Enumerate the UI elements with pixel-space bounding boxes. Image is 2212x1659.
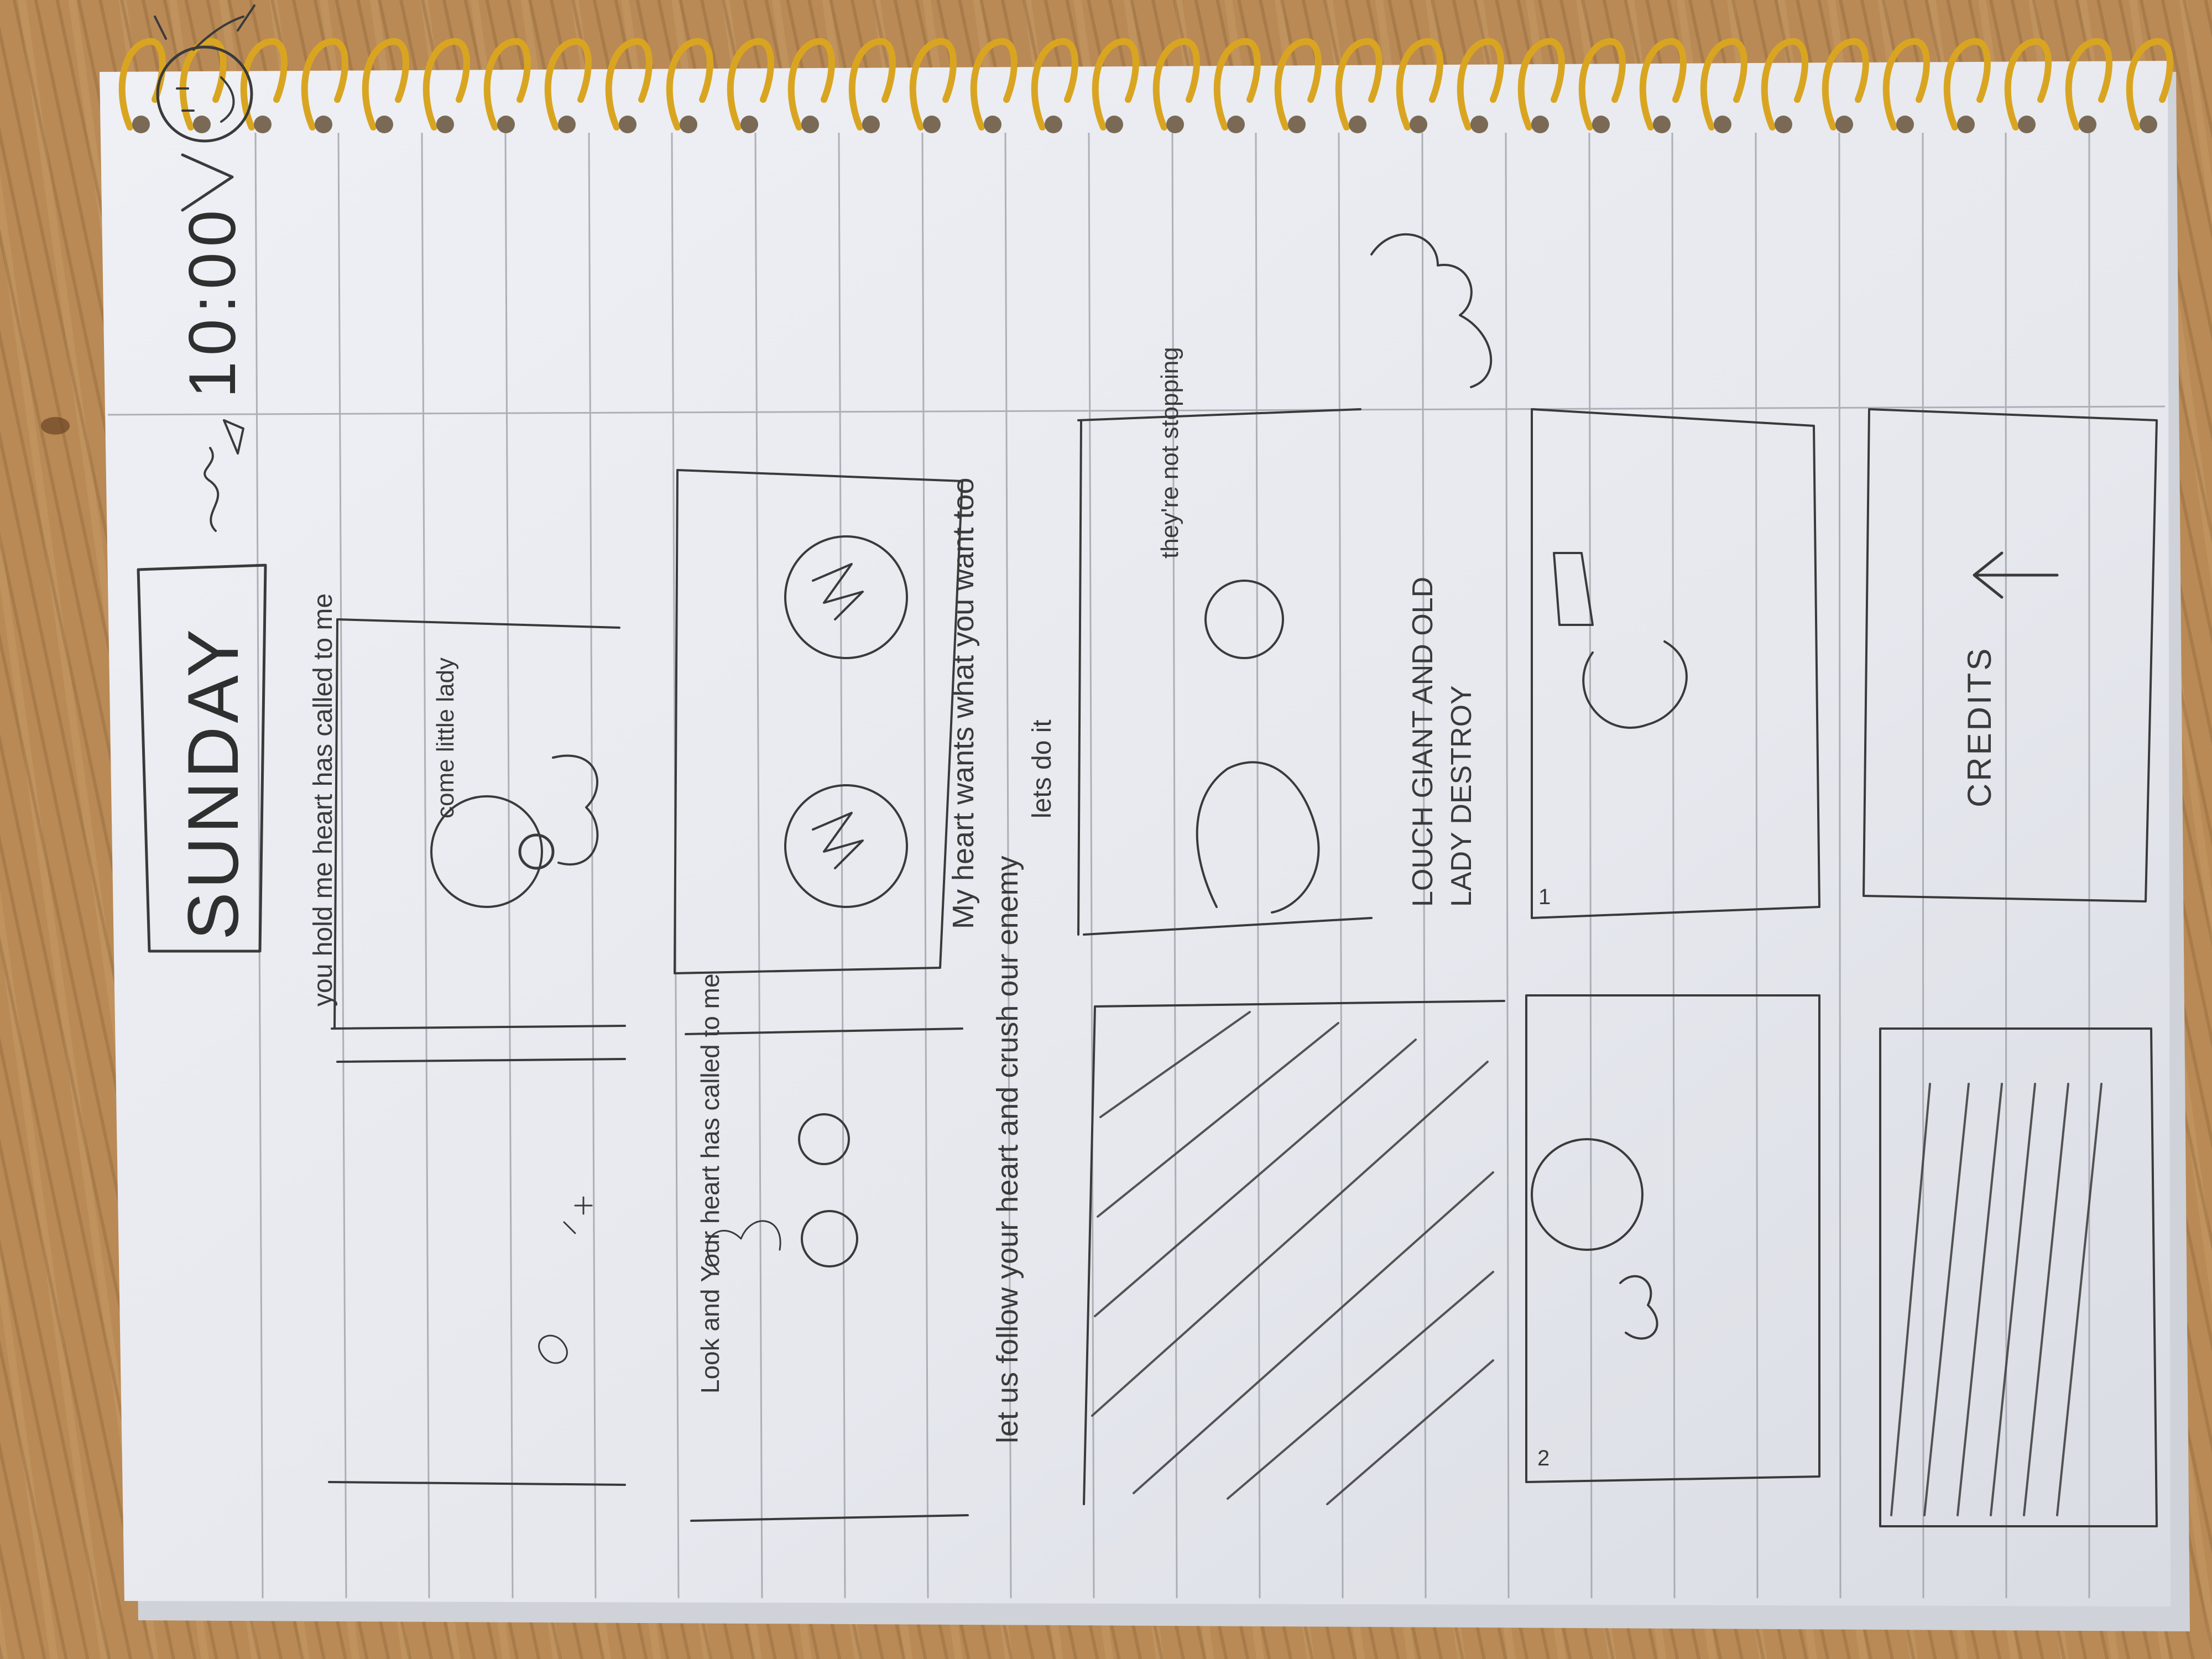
panel-3-face-1 [784, 535, 908, 659]
panel-7-marker: 1 [1538, 885, 1551, 909]
notebook-page [100, 61, 2171, 1606]
arrow-to-time [204, 447, 220, 532]
check-mark [181, 153, 234, 212]
panel-9-frame [1863, 408, 2158, 902]
panel-3-fire-2 [812, 812, 864, 869]
panel-2-figure [538, 1334, 568, 1364]
panel-1-caption: you hold me heart has called to me [309, 593, 338, 1006]
title-text: SUNDAY [173, 626, 253, 940]
wood-knot [41, 417, 70, 435]
panel-5-speech: they're not stopping [1156, 347, 1183, 559]
panel-7-smoke [1370, 233, 1493, 388]
panel-3-frame [674, 469, 963, 974]
credits-arrow [1973, 551, 2059, 599]
panel-6-frame [1083, 1000, 1505, 1505]
panel-8-face [1531, 1138, 1644, 1251]
sun-rays [154, 4, 255, 51]
panel-5-lady-head [1204, 580, 1284, 659]
panel-3-fire-1 [812, 563, 864, 620]
panel-5-frame [1077, 408, 1373, 936]
panel-6-hatching [1091, 1011, 1494, 1505]
panel-8-marker: 2 [1537, 1446, 1550, 1470]
panel-7-frame [1531, 408, 1820, 919]
panel-4-face-2 [801, 1210, 858, 1267]
panel-10-frame [1879, 1027, 2158, 1527]
panel-5-caption-line-2: LADY DESTROY [1446, 685, 1478, 907]
time-text: 10:00 [175, 205, 249, 398]
panel-3-caption: My heart wants what you want too [947, 478, 980, 929]
ruled-lines [107, 132, 2166, 1599]
arrow-head [223, 419, 244, 455]
panel-1-bubble-text: come little lady [432, 658, 459, 818]
panel-7-giant [1582, 640, 1688, 729]
panel-1-frame [331, 618, 626, 1030]
panel-1-character-body [552, 754, 599, 865]
panel-4-frame [685, 1027, 969, 1522]
panel-2-sparkles [563, 1196, 593, 1234]
panel-3-subcaption: lets do it [1027, 719, 1057, 818]
panel-4-clouds [706, 1220, 781, 1273]
panel-10-hatching [1890, 1083, 2103, 1516]
credits-text: CREDITS [1961, 646, 1998, 807]
panel-8-hand [1619, 1275, 1658, 1340]
panel-4-caption: let us follow your heart and crush our e… [991, 855, 1024, 1443]
spiral-binding [118, 38, 2173, 131]
punch-holes [132, 116, 2157, 133]
panel-7-building [1553, 552, 1594, 626]
panel-5-caption-line-1: LOUCH GIANT AND OLD [1407, 577, 1439, 907]
panel-1-character-head [430, 795, 543, 908]
panel-3-face-2 [784, 784, 908, 908]
panel-2-caption: Look and Your heart has called to me [696, 973, 724, 1394]
panel-8-frame [1525, 994, 1820, 1483]
panel-1-rose [518, 833, 555, 870]
sun-face [176, 76, 235, 123]
panel-5-giant [1196, 761, 1320, 914]
sun-smile [156, 45, 253, 143]
title-box [137, 564, 267, 953]
panel-4-face-1 [798, 1113, 850, 1165]
panel-2-frame [328, 1058, 626, 1486]
